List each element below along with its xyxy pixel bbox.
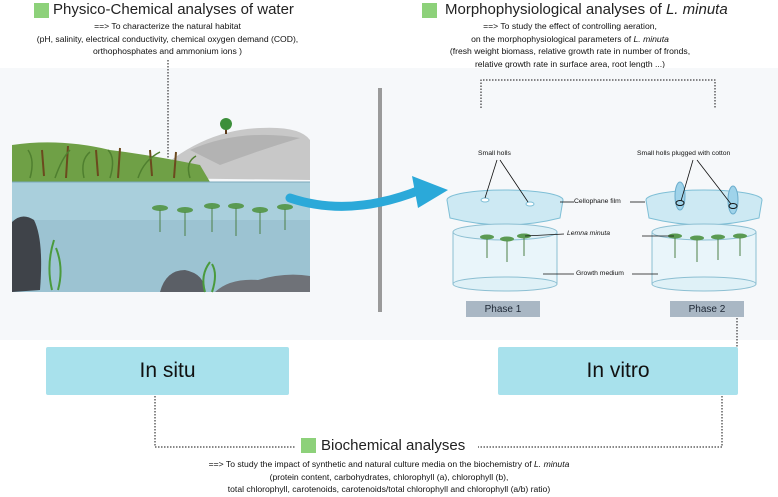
biochemical-title: Biochemical analyses xyxy=(321,437,466,454)
beaker-lemna-roots xyxy=(486,238,741,262)
right-header-marker xyxy=(422,3,437,18)
beaker-phase-2 xyxy=(645,181,763,292)
bottom-line1-species: L. minuta xyxy=(534,459,570,469)
tree-crown xyxy=(220,118,232,130)
growth-medium-label: Growth medium xyxy=(576,270,624,277)
floating-lemna xyxy=(152,203,293,213)
cellophane-label: Cellophane film xyxy=(574,198,621,205)
small-holls-plugged-label: Small holls plugged with cotton xyxy=(637,150,731,157)
biochemical-line3: total chlorophyll, carotenoids, caroteno… xyxy=(227,484,551,494)
reeds xyxy=(41,145,177,179)
bottom-rock xyxy=(160,270,205,292)
left-header-marker xyxy=(34,3,49,18)
bottom-stones xyxy=(215,274,310,292)
left-header-line3: orthophosphates and ammonium ions ) xyxy=(92,46,243,56)
in-vitro-box: In vitro xyxy=(498,347,738,395)
right-header-line3: (fresh weight biomass, relative growth r… xyxy=(449,46,691,56)
left-rock xyxy=(12,216,42,292)
biochemical-line1: ==> To study the impact of synthetic and… xyxy=(100,458,678,470)
biochemical-marker xyxy=(301,438,316,453)
left-header-line2: (pH, salinity, electrical conductivity, … xyxy=(36,34,299,44)
invitro-bracket xyxy=(480,79,716,108)
left-line1: To characterize the natural habitat xyxy=(111,21,241,31)
phase-1-label: Phase 1 xyxy=(466,301,540,317)
phase-2-label: Phase 2 xyxy=(670,301,744,317)
left-arrow-symbol: ==> xyxy=(94,21,110,31)
morpho-title-species: L. minuta xyxy=(665,1,728,18)
rocky-hill-shade xyxy=(190,134,300,165)
transfer-arrow-head xyxy=(412,176,448,208)
morpho-title-prefix: Morphophysiological analyses of xyxy=(445,1,666,18)
left-header-objective: ==> To characterize the natural habitat xyxy=(0,20,335,32)
small-holls-label: Small holls xyxy=(478,150,511,157)
right-header-line1: ==> To study the effect of controlling a… xyxy=(430,20,710,32)
water-weeds xyxy=(48,239,216,293)
beaker-lemna xyxy=(480,233,747,242)
reed-leaves xyxy=(27,149,197,179)
right-line1: To study the effect of controlling aerat… xyxy=(500,21,657,31)
lemna-roots xyxy=(159,208,286,236)
label-pointers xyxy=(484,159,732,275)
morphophysiological-title: Morphophysiological analyses of L. minut… xyxy=(445,1,728,18)
lemna-label: Lemna minuta xyxy=(567,230,611,237)
right-arrow-symbol: ==> xyxy=(483,21,499,31)
transfer-arrow-body xyxy=(285,185,425,211)
grass-bank xyxy=(12,142,210,182)
bottom-line1-prefix: To study the impact of synthetic and nat… xyxy=(225,459,535,469)
right-header-line2: on the morphophysiological parameters of… xyxy=(430,33,710,45)
biochemical-line2: (protein content, carbohydrates, chlorop… xyxy=(269,472,509,482)
right-line2-species: L. minuta xyxy=(633,34,669,44)
right-line2-prefix: on the morphophysiological parameters of xyxy=(471,34,634,44)
bottom-arrow-symbol: ==> xyxy=(208,459,224,469)
right-header-line4: relative growth rate in surface area, ro… xyxy=(474,59,666,69)
invitro-connector xyxy=(478,396,723,448)
in-situ-box: In situ xyxy=(46,347,289,395)
physico-chemical-title: Physico-Chemical analyses of water xyxy=(53,1,294,18)
insitu-connector xyxy=(154,396,296,448)
